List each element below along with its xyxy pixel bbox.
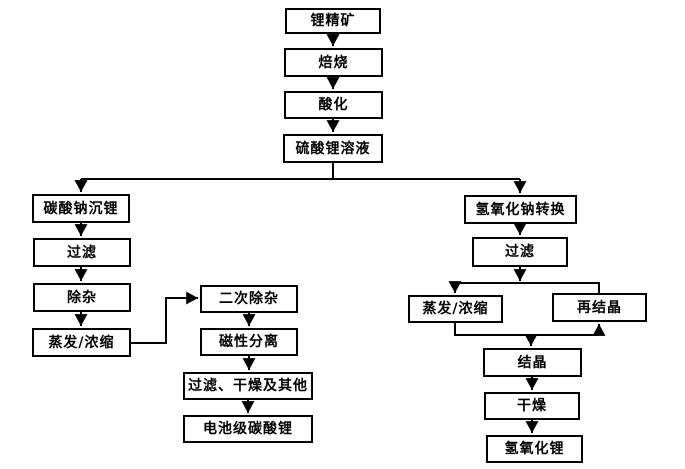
node-filtration-drying-others: 过滤、干燥及其他 xyxy=(183,372,313,400)
node-sodium-carbonate-precipitation: 碳酸钠沉锂 xyxy=(32,194,130,223)
node-roasting: 焙烧 xyxy=(284,48,383,77)
node-drying: 干燥 xyxy=(484,392,580,420)
node-battery-grade-lithium-carbonate: 电池级碳酸锂 xyxy=(183,415,313,443)
edge-lower-junction-bar xyxy=(454,323,599,336)
node-magnetic-separation: 磁性分离 xyxy=(200,328,298,356)
node-filtration-right: 过滤 xyxy=(472,237,568,267)
node-filtration-left: 过滤 xyxy=(33,238,131,267)
edge-upper-split-bar xyxy=(455,282,600,293)
edge-evaporation-to-secondary xyxy=(131,291,198,344)
node-evaporation-concentration-left: 蒸发/浓缩 xyxy=(32,328,131,357)
node-lithium-sulfate-solution: 硫酸锂溶液 xyxy=(283,134,383,163)
node-lithium-hydroxide: 氢氧化锂 xyxy=(486,435,583,463)
node-evaporation-concentration-right: 蒸发/浓缩 xyxy=(408,295,503,323)
node-sodium-hydroxide-conversion: 氢氧化钠转换 xyxy=(464,195,577,224)
node-acidification: 酸化 xyxy=(284,91,383,119)
node-lithium-concentrate: 锂精矿 xyxy=(285,8,381,34)
node-crystallization: 结晶 xyxy=(483,348,582,377)
node-secondary-impurity-removal: 二次除杂 xyxy=(200,285,298,313)
node-recrystallization: 再结晶 xyxy=(552,293,647,322)
node-impurity-removal: 除杂 xyxy=(33,283,131,312)
